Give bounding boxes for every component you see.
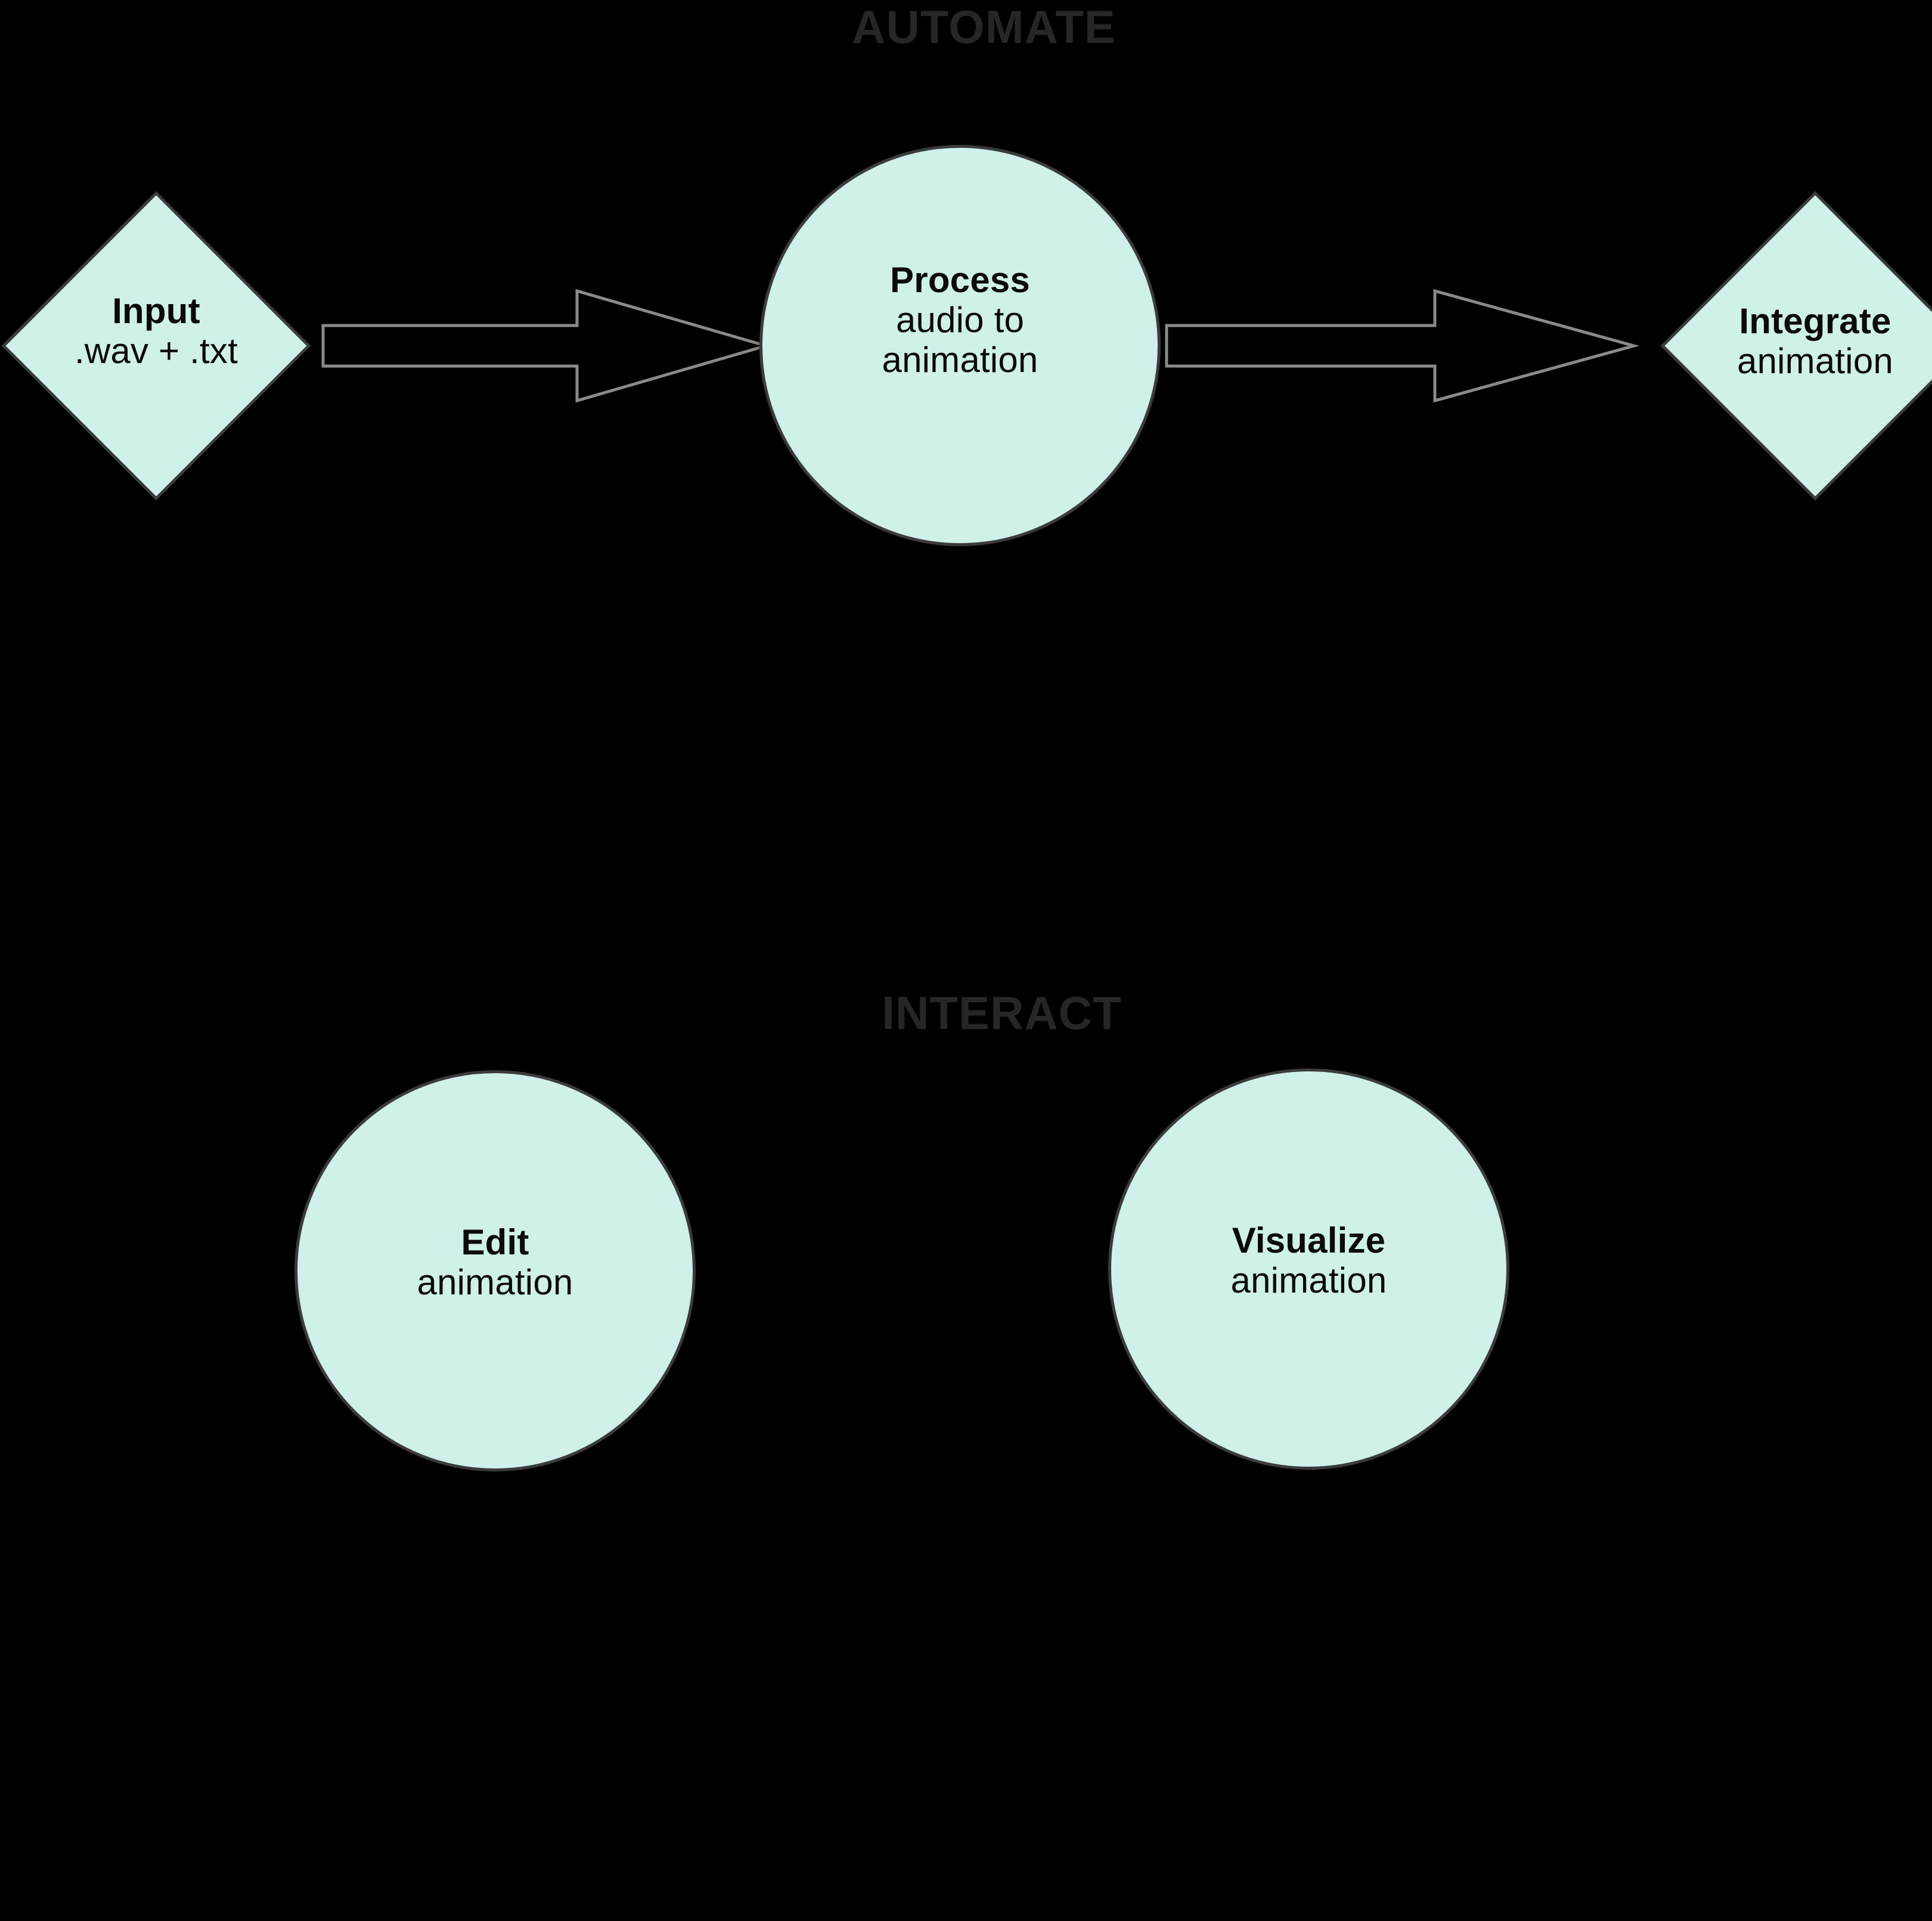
node-process-title: Process [890, 260, 1030, 300]
integrate-diamond-shape [1660, 191, 1932, 501]
edge-process-to-integrate [1165, 286, 1640, 405]
node-process[interactable]: Process audio to animation [759, 145, 1161, 546]
input-diamond-shape [1, 191, 311, 501]
section-title-interact-text: INTERACT [882, 987, 1122, 1039]
edge-input-to-process [321, 286, 771, 405]
section-title-interact: INTERACT [0, 990, 1932, 1036]
node-edit-title: Edit [461, 1222, 529, 1262]
section-title-automate: AUTOMATE [0, 4, 1932, 50]
section-title-automate-text: AUTOMATE [852, 1, 1116, 53]
node-integrate[interactable]: Integrate animation [1660, 191, 1932, 501]
node-input[interactable]: Input .wav + .txt [1, 191, 311, 501]
node-visualize[interactable]: Visualize animation [1108, 1068, 1509, 1470]
node-visualize-title: Visualize [1232, 1220, 1386, 1260]
node-edit-label: Edit animation [297, 1222, 693, 1302]
block-arrow-right-icon [321, 289, 771, 403]
block-arrow-right-icon [1165, 289, 1640, 403]
node-process-subtitle-line2: animation [882, 340, 1038, 380]
node-edit-subtitle: animation [417, 1262, 573, 1303]
node-edit[interactable]: Edit animation [294, 1070, 696, 1471]
node-visualize-subtitle: animation [1230, 1260, 1387, 1301]
node-process-label: Process audio to animation [762, 260, 1158, 380]
node-visualize-label: Visualize animation [1111, 1220, 1506, 1300]
node-process-subtitle-line1: audio to [895, 300, 1025, 340]
